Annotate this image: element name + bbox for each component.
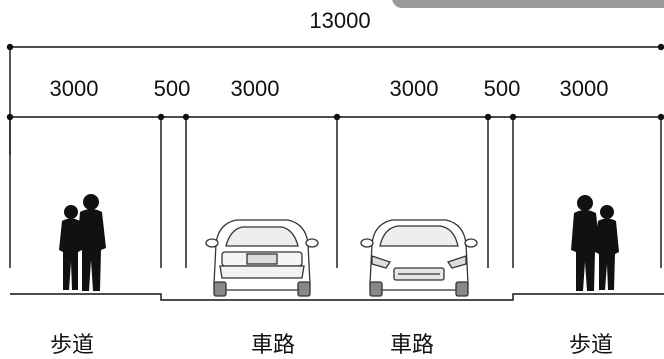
zone-label-right-roadway: 車路 xyxy=(390,333,434,358)
zone-label-right-sidewalk: 歩道 xyxy=(569,333,613,358)
top-right-tab xyxy=(392,0,664,8)
segment-label: 3000 xyxy=(231,76,280,101)
pedestrians-right-icon xyxy=(571,195,619,291)
zone-label-left-sidewalk: 歩道 xyxy=(50,333,94,358)
segment-label: 3000 xyxy=(50,76,99,101)
car-front-icon xyxy=(360,219,478,297)
segment-label: 3000 xyxy=(560,76,609,101)
total-dimension-left-dot xyxy=(6,43,14,51)
segment-label: 500 xyxy=(154,76,191,101)
total-width-label: 13000 xyxy=(309,8,370,33)
car-rear-icon xyxy=(205,219,319,297)
segment-label: 3000 xyxy=(390,76,439,101)
segment-label: 500 xyxy=(484,76,521,101)
pedestrians-left-icon xyxy=(59,194,106,291)
zone-label-left-roadway: 車路 xyxy=(251,333,295,358)
total-dimension-right-dot xyxy=(657,43,664,51)
ground-profile xyxy=(10,293,664,301)
